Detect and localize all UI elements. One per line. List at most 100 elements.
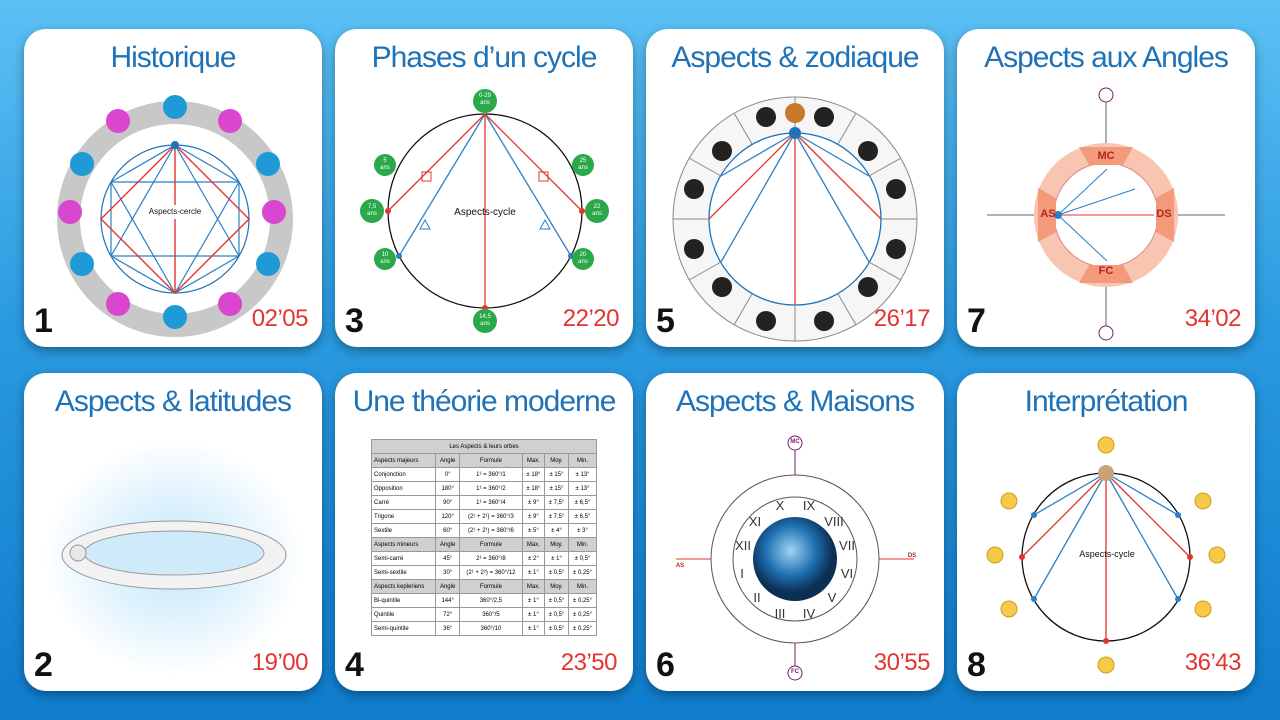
video-card-aspects-latitudes[interactable]: Aspects & latitudes 2 19’00 [24, 373, 322, 691]
table-cell: ± 0,5° [543, 621, 570, 636]
table-cell: ± 1° [521, 565, 545, 580]
card-time: 19’00 [251, 649, 309, 676]
table-cell: Carré [370, 495, 437, 510]
table-cell: ± 0,25° [568, 607, 597, 622]
table-header-cell: Angle [435, 453, 460, 468]
table-cell: ± 9° [521, 495, 545, 510]
chart-center-label: Aspects-cycle [1079, 549, 1135, 559]
table-cell: (2¹ + 2¹) = 360°/3 [458, 509, 523, 524]
table-cell: ± 13° [568, 467, 597, 482]
card-number: 5 [656, 302, 675, 340]
table-cell: Bi-quintile [370, 593, 437, 608]
angle-ds-label: DS [1156, 208, 1172, 220]
video-card-interpretation[interactable]: Interprétation Aspects-cycle 8 36’43 [957, 373, 1255, 691]
table-header-cell: Formule [458, 537, 523, 552]
table-cell: Semi-sextile [370, 565, 437, 580]
table-cell: 360°/2,5 [458, 593, 523, 608]
table-header-cell: Angle [435, 537, 460, 552]
table-cell: ± 3° [568, 523, 597, 538]
table-cell: 90° [435, 495, 460, 510]
card-time: 02’05 [251, 305, 309, 332]
card-title: Interprétation [1024, 385, 1189, 418]
table-header-cell: Aspects kepleriens [370, 579, 437, 594]
table-cell: 36° [435, 621, 460, 636]
table-header-cell: Min. [568, 453, 597, 468]
zodiac-wheel-illustration [672, 96, 918, 342]
card-number: 3 [345, 302, 364, 340]
table-cell: ± 0,25° [568, 565, 597, 580]
house-number: X [775, 498, 785, 513]
table-cell: ± 13° [568, 481, 597, 496]
table-cell: ± 15° [543, 481, 570, 496]
table-cell: ± 0,5° [543, 565, 570, 580]
card-title: Aspects & zodiaque [671, 41, 919, 74]
video-card-phases-cycle[interactable]: Phases d’un cycle Aspects-cycle 0-29 ans… [335, 29, 633, 347]
table-cell: Semi-carré [370, 551, 437, 566]
table-cell: 360°/10 [458, 621, 523, 636]
houses-wheel-illustration [676, 435, 914, 681]
table-cell: ± 7,5° [543, 495, 570, 510]
table-header-cell: Max. [521, 537, 545, 552]
table-cell: (2¹ + 2²) = 360°/12 [458, 565, 523, 580]
house-number: IV [802, 606, 816, 621]
table-cell: ± 1° [543, 551, 570, 566]
card-number: 1 [34, 302, 53, 340]
cycle-phases-illustration [360, 89, 609, 333]
table-header-row: Aspects majeurs Angle Formule Max. Moy. … [370, 453, 597, 468]
house-number: XII [735, 538, 751, 553]
table-header-row: Aspects kepleriens Angle Formule Max. Mo… [370, 579, 597, 594]
table-cell: ± 1° [521, 621, 545, 636]
house-number: VI [840, 566, 854, 581]
table-cell: Semi-quintile [370, 621, 437, 636]
phase-label: 7,5 ans [367, 204, 377, 217]
card-number: 8 [967, 646, 986, 684]
table-header-cell: Min. [568, 537, 597, 552]
video-card-aspects-maisons[interactable]: Aspects & Maisons X IX VIII VII VI V IV … [646, 373, 944, 691]
latitudes-ellipse-illustration [44, 440, 304, 676]
table-cell: ± 5° [521, 523, 545, 538]
table-cell: 120° [435, 509, 460, 524]
house-number: V [827, 590, 837, 605]
card-title: Aspects & Maisons [675, 385, 915, 418]
chart-center-label: Aspects-cercle [148, 207, 202, 216]
house-number: IX [802, 498, 816, 513]
video-card-aspects-angles[interactable]: Aspects aux Angles MC FC AS DS 7 34’02 [957, 29, 1255, 347]
table-header-cell: Max. [521, 453, 545, 468]
table-header-cell: Moy. [543, 537, 570, 552]
video-card-aspects-zodiaque[interactable]: Aspects & zodiaque 5 26’17 [646, 29, 944, 347]
house-number: II [753, 590, 761, 605]
card-title: Phases d’un cycle [371, 41, 598, 74]
phase-label: 5 ans [380, 158, 390, 171]
table-cell: ± 1° [521, 593, 545, 608]
angle-fc-label: FC [791, 669, 799, 675]
table-cell: 30° [435, 565, 460, 580]
card-time: 22’20 [562, 305, 620, 332]
table-cell: ± 7,5° [543, 509, 570, 524]
table-cell: ± 2° [521, 551, 545, 566]
table-cell: 2¹ = 360°/8 [458, 551, 523, 566]
video-card-theorie-moderne[interactable]: Une théorie moderne Les Aspects & leurs … [335, 373, 633, 691]
card-time: 26’17 [873, 305, 931, 332]
table-cell: 360°/5 [458, 607, 523, 622]
table-cell: ± 18° [521, 467, 545, 482]
angles-wheel-illustration [987, 87, 1225, 341]
phase-label: 0-29 ans [478, 93, 491, 106]
table-cell: ± 0,5° [543, 593, 570, 608]
phase-label: 10 ans [380, 252, 390, 265]
table-header-cell: Aspects majeurs [370, 453, 437, 468]
table-header-cell: Max. [521, 579, 545, 594]
video-card-historique[interactable]: Historique Aspects-cercle 1 02’05 [24, 29, 322, 347]
table-header-cell: Moy. [543, 453, 570, 468]
angle-mc-label: MC [790, 439, 800, 445]
phase-label: 14,5 ans [479, 314, 491, 327]
aspects-orbs-table: Les Aspects & leurs orbes Aspects majeur… [370, 439, 597, 636]
card-time: 30’55 [873, 649, 931, 676]
